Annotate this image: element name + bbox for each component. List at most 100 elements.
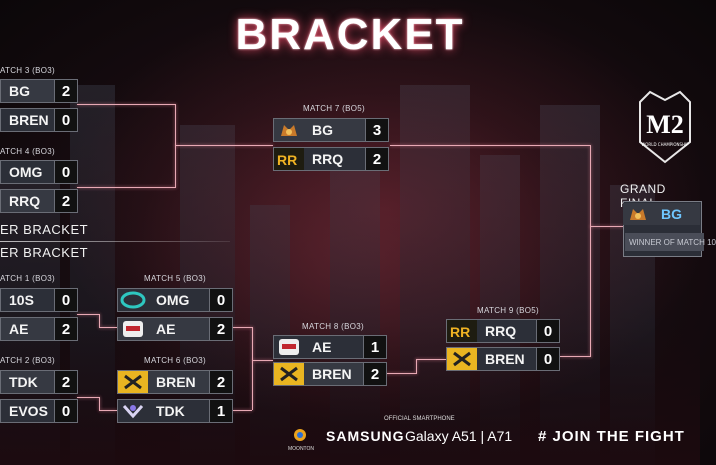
galaxy-model: Galaxy A51 | A71 <box>405 428 513 444</box>
connector-line <box>252 360 273 361</box>
connector-line <box>175 104 176 188</box>
team-name: TDK <box>9 374 38 390</box>
match-label: ATCH 1 (BO3) <box>0 274 56 283</box>
team-score: 0 <box>54 109 77 131</box>
team-score: 0 <box>54 400 77 422</box>
bren-logo-icon <box>447 348 477 370</box>
team-row[interactable]: BG 3 <box>273 118 389 142</box>
page-title: BRACKET <box>235 10 465 59</box>
connector-line <box>416 359 417 374</box>
match-label: MATCH 5 (BO3) <box>144 274 206 283</box>
team-name: OMG <box>156 292 190 308</box>
team-name: AE <box>156 321 176 337</box>
team-row[interactable]: AE 2 <box>117 317 233 341</box>
m2-logo-text: M2 <box>646 110 684 139</box>
connector-line <box>390 145 590 146</box>
team-name: 10S <box>9 292 34 308</box>
moonton-logo: MOONTON <box>288 427 315 457</box>
team-score: 1 <box>363 336 386 358</box>
omg-logo-icon <box>118 289 148 311</box>
connector-line <box>232 410 252 411</box>
team-row[interactable]: OMG 0 <box>0 160 78 184</box>
team-row[interactable]: RR RRQ 2 <box>273 147 389 171</box>
moonton-label: MOONTON <box>288 446 315 452</box>
bren-logo-icon <box>118 371 148 393</box>
team-row[interactable]: BREN 2 <box>117 370 233 394</box>
team-score: 2 <box>54 371 77 393</box>
team-score: 0 <box>209 289 232 311</box>
ae-logo-icon <box>118 318 148 340</box>
ae-logo-icon <box>274 336 304 358</box>
connector-line <box>77 104 175 105</box>
city-skyline-background <box>0 0 700 465</box>
rrq-logo-icon: RR <box>447 320 477 342</box>
team-score: 0 <box>536 348 559 370</box>
match-label: ATCH 2 (BO3) <box>0 356 56 365</box>
team-name: AE <box>9 321 29 337</box>
grand-final-opponent: WINNER OF MATCH 10 <box>625 233 716 251</box>
match-label: MATCH 9 (BO5) <box>477 306 539 315</box>
team-row[interactable]: AE 1 <box>273 335 387 359</box>
team-row[interactable]: BG <box>623 203 700 225</box>
match-label: MATCH 8 (BO3) <box>302 322 364 331</box>
svg-text:RR: RR <box>277 152 297 168</box>
team-name: BREN <box>312 366 352 382</box>
rrq-logo-icon: RR <box>274 148 304 170</box>
connector-line <box>590 145 591 357</box>
team-score: 2 <box>365 148 388 170</box>
connector-line <box>99 327 117 328</box>
bg-logo-icon <box>274 119 304 141</box>
m2-event-logo: M2 WORLD CHAMPIONSHIP <box>630 82 700 172</box>
upper-bracket-label: ER BRACKET <box>0 222 89 237</box>
team-score: 0 <box>536 320 559 342</box>
team-name: OMG <box>9 164 43 180</box>
svg-text:RR: RR <box>450 324 470 340</box>
team-row[interactable]: RRQ 2 <box>0 189 78 213</box>
connector-line <box>416 359 446 360</box>
match-label: ATCH 4 (BO3) <box>0 147 56 156</box>
team-row[interactable]: BG 2 <box>0 79 78 103</box>
connector-line <box>252 327 253 410</box>
team-row[interactable]: RR RRQ 0 <box>446 319 560 343</box>
team-row[interactable]: AE 2 <box>0 317 78 341</box>
team-row[interactable]: TDK 2 <box>0 370 78 394</box>
team-row[interactable]: 10S 0 <box>0 288 78 312</box>
team-name: RRQ <box>9 193 41 209</box>
team-row[interactable]: BREN 2 <box>273 362 387 386</box>
samsung-brand: SAMSUNG <box>326 428 405 444</box>
section-divider <box>0 241 230 242</box>
connector-line <box>232 327 252 328</box>
team-row[interactable]: TDK 1 <box>117 399 233 423</box>
connector-line <box>99 314 100 327</box>
team-row[interactable]: BREN 0 <box>0 108 78 132</box>
official-smartphone-label: OFFICIAL SMARTPHONE <box>384 416 455 422</box>
team-score: 0 <box>54 289 77 311</box>
team-name: BREN <box>9 112 49 128</box>
connector-line <box>77 397 99 398</box>
match-label: MATCH 7 (BO5) <box>303 104 365 113</box>
team-score: 1 <box>209 400 232 422</box>
connector-line <box>560 356 591 357</box>
bren-logo-icon <box>274 363 304 385</box>
team-score: 2 <box>209 318 232 340</box>
join-the-fight-hashtag: # JOIN THE FIGHT <box>538 428 685 445</box>
connector-line <box>590 226 623 227</box>
team-score: 2 <box>363 363 386 385</box>
team-row[interactable]: BREN 0 <box>446 347 560 371</box>
tdk-logo-icon <box>118 400 148 422</box>
connector-line <box>99 397 100 410</box>
team-name: RRQ <box>312 151 344 167</box>
team-score: 3 <box>365 119 388 141</box>
m2-logo-subtitle: WORLD CHAMPIONSHIP <box>641 142 689 147</box>
team-name: BREN <box>156 374 196 390</box>
team-score: 0 <box>54 161 77 183</box>
team-score: 2 <box>209 371 232 393</box>
connector-line <box>175 145 273 146</box>
team-name: BG <box>9 83 30 99</box>
team-name: BG <box>312 122 333 138</box>
team-score: 2 <box>54 190 77 212</box>
connector-line <box>77 187 175 188</box>
team-row[interactable]: EVOS 0 <box>0 399 78 423</box>
team-row[interactable]: OMG 0 <box>117 288 233 312</box>
lower-bracket-label: ER BRACKET <box>0 245 89 260</box>
